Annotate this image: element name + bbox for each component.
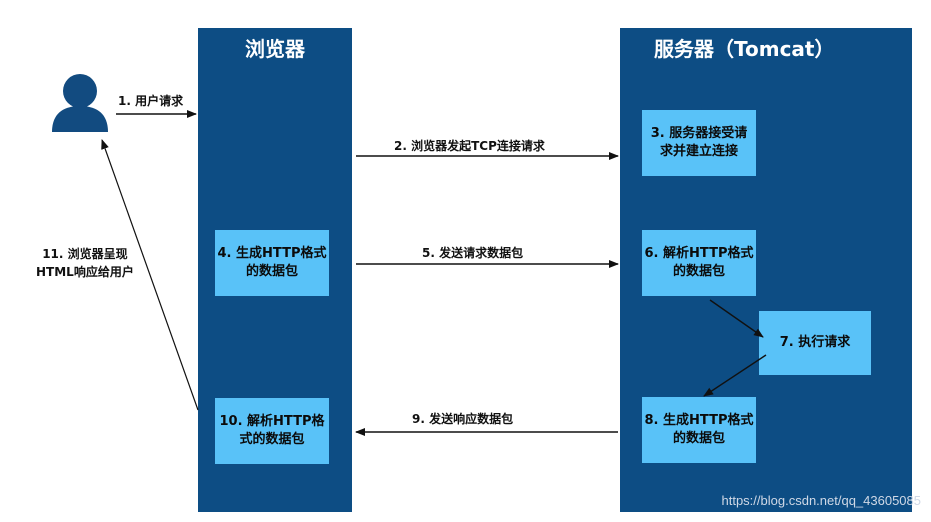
box-step-3: 3. 服务器接受请 求并建立连接	[642, 110, 756, 176]
user-icon	[52, 74, 108, 132]
box-step-4: 4. 生成HTTP格式 的数据包	[215, 230, 329, 296]
label-step-1: 1. 用户请求	[118, 94, 184, 108]
label-step-5: 5. 发送请求数据包	[422, 246, 524, 260]
label-step-2: 2. 浏览器发起TCP连接请求	[394, 139, 545, 153]
box-step-7: 7. 执行请求	[759, 311, 871, 375]
box-step-10: 10. 解析HTTP格 式的数据包	[215, 398, 329, 464]
label-step-11: 11. 浏览器呈现 HTML响应给用户	[36, 247, 134, 279]
label-step-9: 9. 发送响应数据包	[412, 412, 514, 426]
server-title: 服务器（Tomcat）	[654, 37, 835, 61]
box-step-8: 8. 生成HTTP格式 的数据包	[642, 397, 756, 463]
csdn-watermark: https://blog.csdn.net/qq_43605085	[721, 493, 922, 508]
box-step-6: 6. 解析HTTP格式 的数据包	[642, 230, 756, 296]
browser-title: 浏览器	[245, 37, 305, 61]
